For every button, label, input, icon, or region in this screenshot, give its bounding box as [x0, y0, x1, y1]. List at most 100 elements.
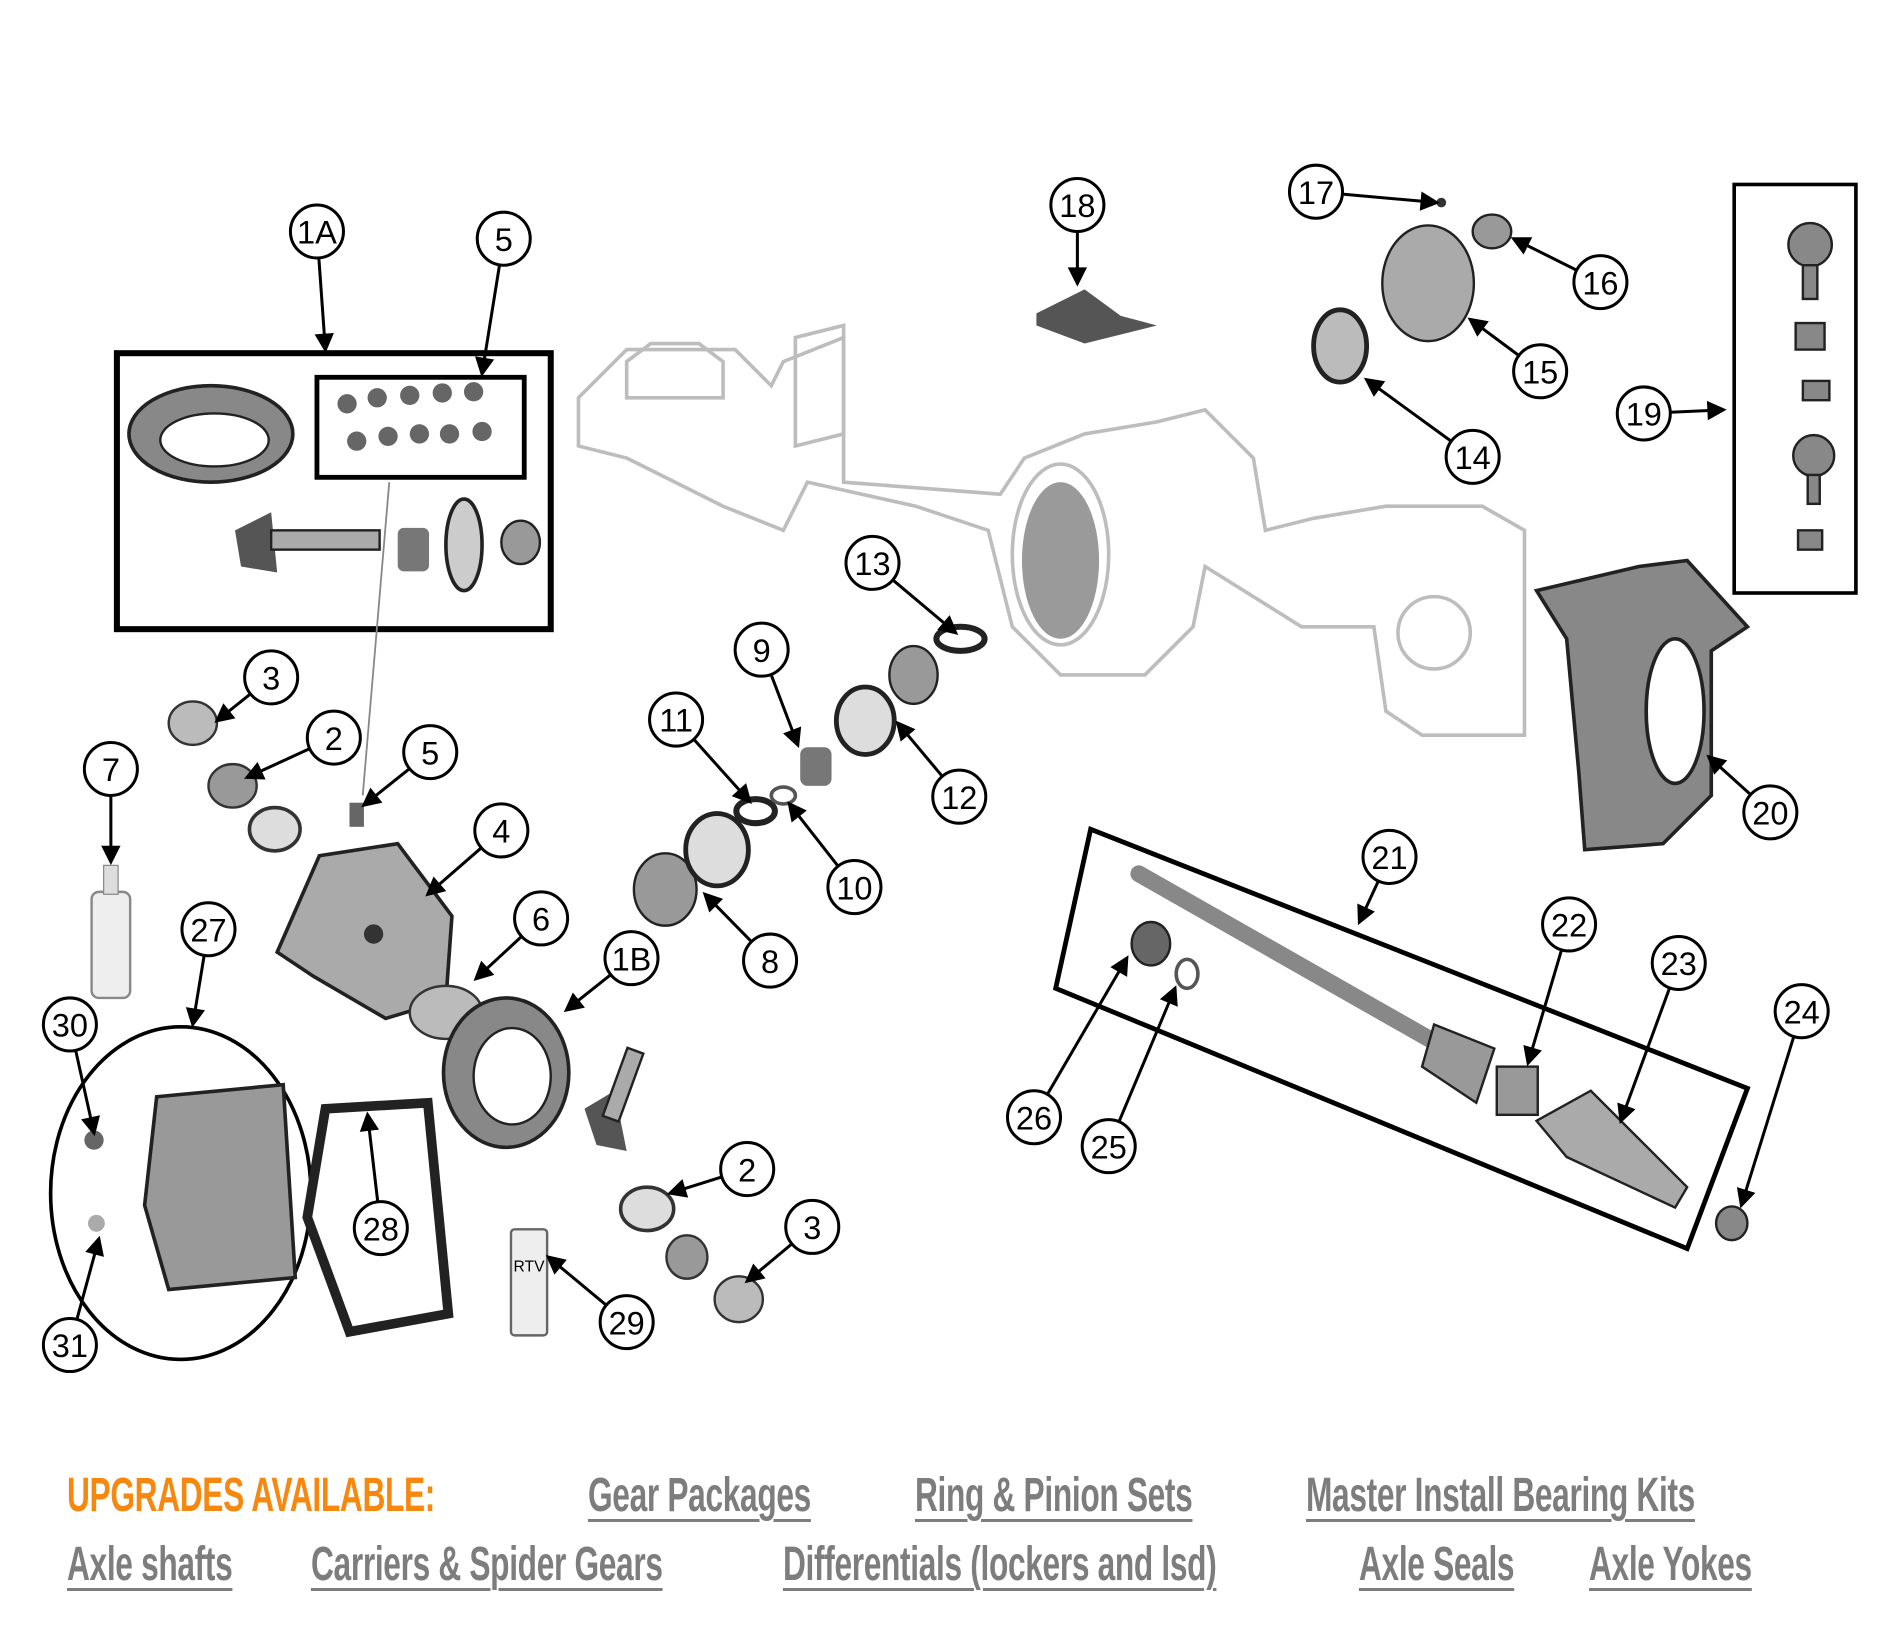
- carrier-icon: [274, 841, 454, 1021]
- callout-8: 8: [742, 932, 799, 989]
- callout-circle: [475, 210, 532, 267]
- callout-circle: [648, 691, 705, 748]
- bearing-icon: [665, 1234, 709, 1280]
- callout-label: 6: [532, 902, 550, 938]
- axle-shaft-icon: [1130, 865, 1455, 1057]
- crush-sleeve-icon: [800, 747, 832, 786]
- callout-circle: [1742, 784, 1799, 841]
- spindle-nut-icon: [1714, 1205, 1749, 1242]
- callout-label: 17: [1298, 175, 1334, 211]
- bearing-icon: [207, 762, 258, 809]
- callout-label: 7: [102, 752, 120, 788]
- seal-icon: [933, 623, 988, 654]
- callout-26: 26: [1005, 1089, 1063, 1146]
- callout-label: 3: [803, 1210, 821, 1246]
- callout-4: 4: [473, 802, 530, 859]
- link-ring-pinion-sets[interactable]: Ring & Pinion Sets: [915, 1469, 1193, 1522]
- callout-label: 15: [1522, 354, 1558, 390]
- arrowhead-icon: [1357, 903, 1375, 926]
- callout-2: 2: [305, 709, 362, 766]
- callout-label: 13: [854, 546, 890, 582]
- drain-plug-icon: [87, 1214, 105, 1232]
- arrowhead-icon: [243, 761, 266, 780]
- ring-gear-icon: [127, 383, 295, 484]
- link-carriers-spider-gears[interactable]: Carriers & Spider Gears: [311, 1538, 663, 1591]
- seal-icon: [733, 796, 778, 827]
- callout-circle: [733, 621, 790, 678]
- arrowhead-icon: [314, 332, 334, 353]
- callout-13: 13: [844, 534, 901, 591]
- shim-icon: [713, 1275, 765, 1324]
- callout-circle: [1541, 896, 1598, 953]
- callout-circle: [1773, 983, 1830, 1040]
- callout-label: 3: [262, 661, 280, 697]
- race-icon: [683, 811, 751, 889]
- callout-17: 17: [1287, 163, 1345, 220]
- callout-circle: [513, 890, 570, 947]
- callout-label: 1A: [297, 215, 337, 251]
- arrowhead-icon: [1110, 955, 1129, 977]
- callout-circle: [1572, 254, 1629, 311]
- callout-circle: [1005, 1089, 1063, 1146]
- callout-circle: [288, 203, 345, 260]
- callout-circle: [1615, 385, 1672, 442]
- pinion-seal-icon: [444, 497, 484, 593]
- callout-circle: [41, 996, 98, 1053]
- leader-line: [1117, 987, 1177, 1123]
- callout-label: 12: [941, 780, 977, 816]
- stub-shaft-icon: [1534, 1089, 1689, 1210]
- callout-label: 1B: [612, 941, 652, 977]
- callout-6: 6: [513, 890, 570, 947]
- link-gear-packages[interactable]: Gear Packages: [588, 1469, 811, 1522]
- arrowhead-icon: [1706, 754, 1728, 775]
- hub-seal-icon: [1311, 307, 1370, 385]
- callout-label: 11: [659, 703, 693, 739]
- svg-text:RTV: RTV: [514, 1259, 546, 1276]
- link-axle-seals[interactable]: Axle Seals: [1359, 1538, 1515, 1591]
- callout-label: 24: [1784, 994, 1820, 1030]
- arrowhead-icon: [1706, 400, 1727, 421]
- arrowhead-icon: [81, 1115, 100, 1137]
- hub-icon: [1381, 224, 1476, 343]
- arrowhead-icon: [937, 615, 959, 635]
- callout-circle: [402, 724, 459, 781]
- fluid-bottle-icon: [90, 864, 132, 1000]
- callout-30: 30: [41, 996, 98, 1053]
- callout-16: 16: [1572, 254, 1629, 311]
- callout-2: 2: [719, 1141, 776, 1198]
- arrowhead-icon: [359, 1111, 380, 1132]
- callout-1b: 1B: [603, 930, 660, 987]
- link-axle-yokes[interactable]: Axle Yokes: [1589, 1538, 1752, 1591]
- callout-circle: [473, 802, 530, 859]
- crush-sleeve-icon: [397, 527, 430, 572]
- leader-line: [1365, 378, 1453, 443]
- callout-circle: [82, 740, 139, 797]
- arrowhead-icon: [1467, 317, 1489, 337]
- callout-label: 2: [738, 1152, 756, 1188]
- callout-label: 21: [1371, 840, 1407, 876]
- thrust-washer-icon: [1174, 957, 1200, 991]
- link-master-install-bearing-kits[interactable]: Master Install Bearing Kits: [1306, 1469, 1695, 1522]
- callout-label: 31: [52, 1328, 88, 1364]
- callout-28: 28: [352, 1200, 409, 1257]
- callout-label: 25: [1091, 1129, 1127, 1165]
- link-differentials[interactable]: Differentials (lockers and lsd): [783, 1538, 1217, 1591]
- ball-joint-icon: [1787, 221, 1836, 551]
- arrowhead-icon: [1523, 1044, 1542, 1067]
- arrowhead-icon: [1159, 985, 1178, 1007]
- callout-circle: [1361, 828, 1418, 885]
- link-axle-shafts[interactable]: Axle shafts: [67, 1538, 233, 1591]
- callout-label: 18: [1059, 188, 1095, 224]
- callout-20: 20: [1742, 784, 1799, 841]
- ring-pinion-kit-box: [113, 350, 554, 633]
- arrowhead-icon: [425, 876, 447, 897]
- arrowhead-icon: [361, 787, 383, 808]
- callout-circle: [826, 859, 883, 916]
- callout-circle: [931, 768, 988, 825]
- callout-21: 21: [1361, 828, 1418, 885]
- pinion-nut-icon: [500, 519, 542, 566]
- bearing-icon: [632, 852, 698, 927]
- callout-14: 14: [1444, 428, 1501, 485]
- leader-line: [1526, 949, 1564, 1064]
